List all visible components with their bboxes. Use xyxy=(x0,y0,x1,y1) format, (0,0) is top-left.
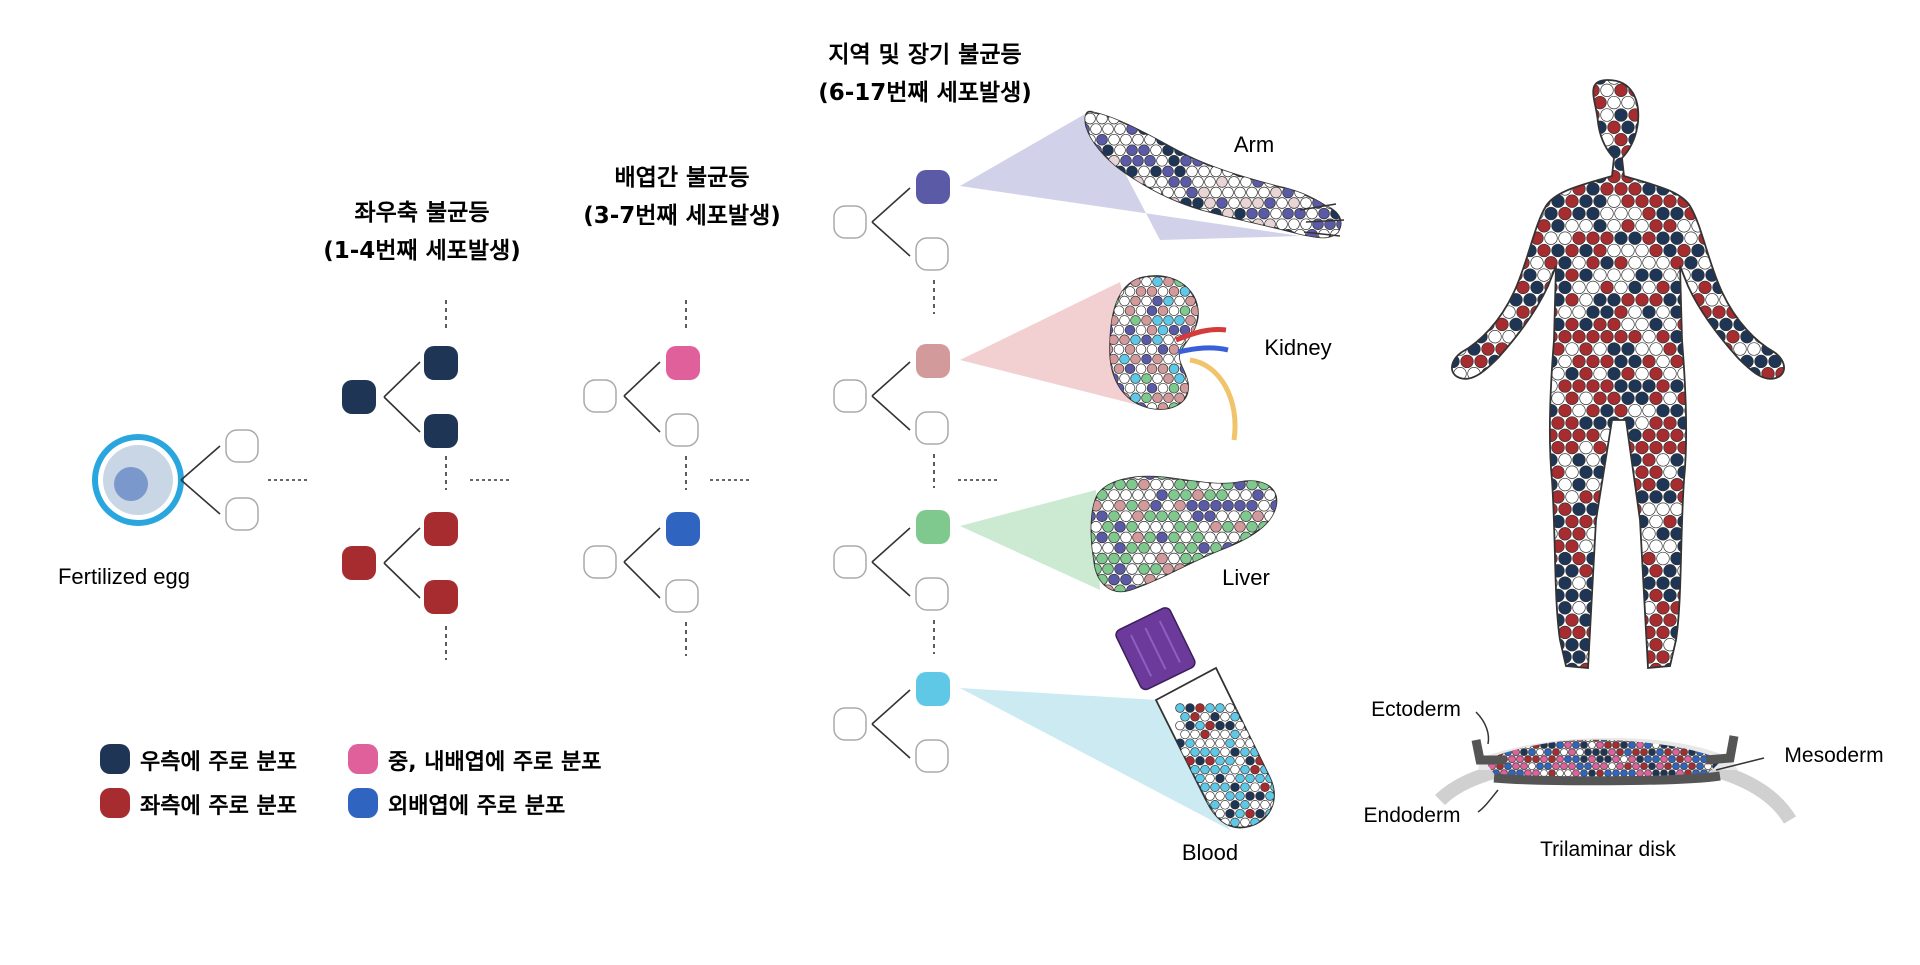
legend-item-left: 좌측에 주로 분포 xyxy=(100,788,297,819)
column-organ xyxy=(833,170,1000,773)
mesoderm-label: Mesoderm xyxy=(1784,744,1883,767)
title-organ: 지역 및 장기 불균등 (6-17번째 세포발생) xyxy=(818,42,1032,106)
cell-red xyxy=(424,512,458,546)
ectoderm-label: Ectoderm xyxy=(1371,698,1461,721)
organ-label-kidney: Kidney xyxy=(1264,335,1331,360)
organ-empty-cell xyxy=(915,411,949,445)
legend-swatch-navy xyxy=(100,744,130,774)
fertilized-egg: Fertilized egg xyxy=(58,429,310,589)
trilaminar-disk: Ectoderm Mesoderm Endoderm Trilaminar di… xyxy=(1364,698,1884,861)
human-body-illustration xyxy=(1451,79,1785,669)
title-left-right-line2: (1-4번째 세포발생) xyxy=(323,238,521,264)
organ-colored-cell xyxy=(916,672,950,706)
blood-fan xyxy=(960,688,1230,830)
organ-label-blood: Blood xyxy=(1182,840,1238,865)
title-germ-layer: 배엽간 불균등 (3-7번째 세포발생) xyxy=(583,165,781,229)
organ-parent-cell xyxy=(833,707,867,741)
legend-item-meso-endo: 중, 내배엽에 주로 분포 xyxy=(348,744,602,775)
egg-branch xyxy=(180,445,221,515)
title-organ-line2: (6-17번째 세포발생) xyxy=(818,80,1032,106)
legend-item-right: 우측에 주로 분포 xyxy=(100,744,297,775)
kidney-fan xyxy=(960,282,1150,408)
liver-illustration: Liver xyxy=(1090,475,1278,593)
title-organ-line1: 지역 및 장기 불균등 xyxy=(828,42,1021,68)
legend: 우측에 주로 분포 중, 내배엽에 주로 분포 좌측에 주로 분포 외배엽에 주… xyxy=(100,744,602,819)
egg-daughter-cell xyxy=(225,497,259,531)
cell-red xyxy=(424,580,458,614)
legend-swatch-red xyxy=(100,788,130,818)
organ-empty-cell xyxy=(915,237,949,271)
legend-text-right: 우측에 주로 분포 xyxy=(140,750,297,775)
title-germ-layer-line1: 배엽간 불균등 xyxy=(615,165,750,191)
organ-colored-cell xyxy=(916,170,950,204)
kidney-illustration: Kidney xyxy=(1109,275,1332,441)
organ-parent-cell xyxy=(833,545,867,579)
title-left-right: 좌우축 불균등 (1-4번째 세포발생) xyxy=(323,200,521,264)
endoderm-label: Endoderm xyxy=(1364,804,1461,827)
legend-text-ecto: 외배엽에 주로 분포 xyxy=(388,794,565,819)
cell-navy xyxy=(342,380,376,414)
liver-fan xyxy=(960,490,1100,590)
legend-text-left: 좌측에 주로 분포 xyxy=(140,794,297,819)
cell-navy xyxy=(424,414,458,448)
title-germ-layer-line2: (3-7번째 세포발생) xyxy=(583,203,781,229)
arm-fan xyxy=(960,110,1300,240)
fertilized-egg-label: Fertilized egg xyxy=(58,564,190,589)
blood-tube-illustration: Blood xyxy=(1115,607,1275,865)
trilaminar-disk-caption: Trilaminar disk xyxy=(1540,838,1676,861)
egg-daughter-cell xyxy=(225,429,259,463)
cell-red xyxy=(342,546,376,580)
column-left-right xyxy=(342,300,512,660)
organ-label-liver: Liver xyxy=(1222,565,1270,590)
legend-swatch-blue xyxy=(348,788,378,818)
column-germ-layer xyxy=(583,300,752,656)
organ-empty-cell xyxy=(915,577,949,611)
legend-item-ecto: 외배엽에 주로 분포 xyxy=(348,788,565,819)
cell-blue xyxy=(666,512,700,546)
egg-nucleus xyxy=(114,467,148,501)
cell-navy xyxy=(424,346,458,380)
organ-parent-cell xyxy=(833,205,867,239)
cell-pink xyxy=(666,346,700,380)
legend-text-meso-endo: 중, 내배엽에 주로 분포 xyxy=(388,750,602,775)
organ-colored-cell xyxy=(916,510,950,544)
title-left-right-line1: 좌우축 불균등 xyxy=(355,200,490,226)
legend-swatch-pink xyxy=(348,744,378,774)
organ-empty-cell xyxy=(915,739,949,773)
organ-colored-cell xyxy=(916,344,950,378)
organ-label-arm: Arm xyxy=(1234,132,1274,157)
organ-parent-cell xyxy=(833,379,867,413)
